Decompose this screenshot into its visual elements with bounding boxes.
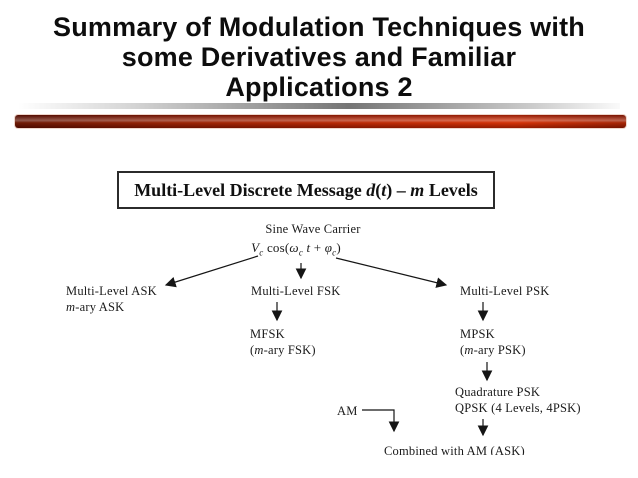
arrow-to-multilevel-psk [335, 257, 448, 288]
accent-bar [15, 115, 626, 128]
title-divider [18, 103, 620, 109]
mary-ask-rest: -ary ASK [75, 300, 125, 314]
node-multilevel-fsk: Multi-Level FSK [251, 284, 341, 298]
message-dash: – [392, 179, 411, 200]
formula-subscript: c [259, 247, 264, 258]
message-var-d: d [366, 179, 376, 200]
node-mfsk: MFSK (m-ary FSK) [250, 326, 316, 358]
message-text: Multi-Level Discrete Message [134, 179, 367, 200]
node-multilevel-ask: Multi-Level ASK m-ary ASK [66, 283, 157, 315]
mfsk-rest: -ary FSK) [263, 343, 316, 357]
message-text-2: Levels [424, 179, 478, 200]
mfsk-label: MFSK [250, 327, 285, 341]
formula-paren-close: ) [336, 240, 341, 255]
carrier-formula: Vc cos(ωc t + φc) [216, 240, 376, 261]
message-box: Multi-Level Discrete Message d(t) – m Le… [117, 171, 495, 209]
node-am: AM [337, 404, 358, 418]
node-multilevel-psk: Multi-Level PSK [460, 284, 550, 298]
formula-t: t [303, 240, 311, 255]
title-line-2: some Derivatives and Familiar [121, 42, 517, 72]
slide-title: Summary of Modulation Techniques with so… [0, 12, 638, 102]
formula-v: V [251, 240, 260, 255]
mpsk-rest: -ary PSK) [473, 343, 526, 357]
node-combined-am: Combined with AM (ASK) [384, 444, 525, 455]
mfsk-m: m [254, 343, 264, 357]
mpsk-sub-label: (m-ary PSK) [460, 342, 526, 358]
formula-phi: φ [324, 240, 333, 255]
multilevel-ask-label: Multi-Level ASK [66, 284, 157, 298]
formula-subscript: c [298, 247, 304, 258]
arrow-am-to-combined [362, 409, 400, 433]
message-paren-open: ( [375, 179, 382, 200]
mary-ask-m: m [66, 300, 76, 314]
quadrature-psk-label: Quadrature PSK [455, 385, 541, 399]
title-line-3: Applications 2 [225, 72, 413, 102]
mpsk-paren: ( [460, 343, 465, 357]
mary-ask-label: m-ary ASK [66, 299, 157, 315]
message-box-text: Multi-Level Discrete Message d(t) – m Le… [134, 180, 478, 201]
mpsk-label: MPSK [460, 327, 495, 341]
message-paren-close: ) [386, 179, 393, 200]
node-mpsk: MPSK (m-ary PSK) [460, 326, 526, 358]
node-qpsk: Quadrature PSK QPSK (4 Levels, 4PSK) [455, 384, 581, 416]
mpsk-m: m [464, 343, 474, 357]
formula-omega: ω [289, 240, 299, 255]
mfsk-sub-label: (m-ary FSK) [250, 342, 316, 358]
title-line-1: Summary of Modulation Techniques with [53, 12, 585, 42]
message-var-t: t [381, 179, 387, 200]
qpsk-label: QPSK (4 Levels, 4PSK) [455, 401, 581, 415]
message-var-m: m [410, 179, 425, 200]
carrier-label: Sine Wave Carrier [265, 222, 361, 236]
mfsk-paren: ( [250, 343, 255, 357]
formula-cos: cos( [263, 240, 290, 255]
formula-plus: + [310, 240, 325, 255]
formula-subscript: c [332, 247, 337, 258]
